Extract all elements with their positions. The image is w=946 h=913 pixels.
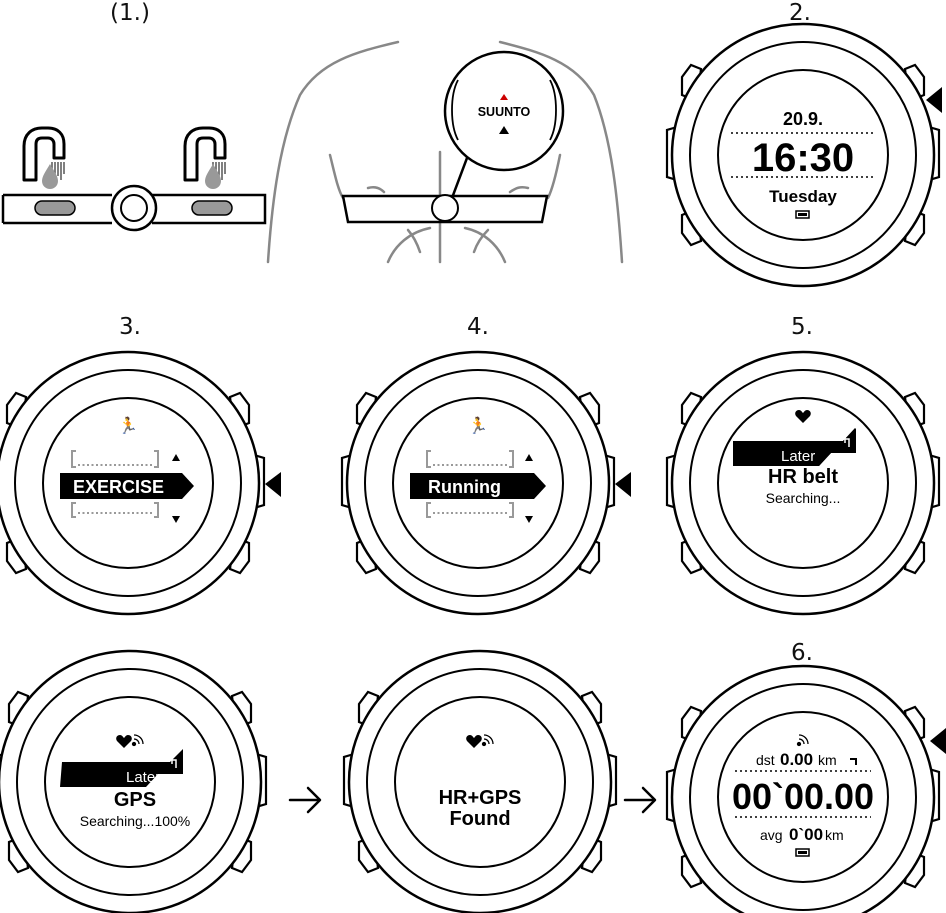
watch-exercise-menu: 🏃 EXERCISE (0, 350, 266, 616)
button-pointer-arrow (930, 728, 946, 754)
battery-icon (795, 210, 810, 219)
gps-searching-text: Searching...100% (80, 813, 191, 829)
triangle-icon (499, 126, 509, 134)
later-option: Later (781, 448, 815, 465)
date-text: 20.9. (783, 109, 823, 129)
right-arrow-icon (623, 786, 657, 814)
later-option: Later (126, 769, 160, 786)
found-line1: HR+GPS (439, 787, 522, 809)
dst-label: dst (756, 752, 775, 768)
step-label-3: 3. (119, 314, 141, 340)
belt-zoom-callout: SUUNTO (443, 50, 565, 172)
belt-wetting-illustration (1, 126, 267, 232)
torso-illustration (266, 40, 624, 264)
logo-mark (500, 94, 508, 100)
button-pointer-arrow (265, 472, 281, 497)
gps-signal-icon (131, 734, 144, 747)
right-arrow-icon (288, 786, 322, 814)
button-pointer-arrow (926, 87, 942, 113)
time-text: 16:30 (752, 136, 854, 180)
day-text: Tuesday (769, 187, 837, 206)
watch-sport-menu: 🏃 Running (340, 350, 616, 616)
step-label-5: 5. (791, 314, 813, 340)
hr-belt-title: HR belt (768, 466, 838, 488)
watch-time-display: 20.9. 16:30 Tuesday (665, 22, 941, 288)
avg-unit: km (825, 827, 844, 843)
avg-value: 0`00 (789, 825, 823, 844)
watch-found: HR+GPS Found (342, 649, 618, 913)
step-label-4: 4. (467, 314, 489, 340)
faucet-icon (183, 126, 227, 182)
button-pointer-arrow (615, 472, 631, 497)
electrode-pad (191, 200, 233, 216)
battery-icon (795, 848, 810, 857)
runner-icon: 🏃 (118, 416, 138, 435)
step-label-2: 2. (789, 0, 811, 26)
dst-unit: km (818, 752, 837, 768)
gps-signal-icon (796, 734, 809, 747)
faucet-icon (22, 126, 66, 182)
searching-text: Searching... (766, 490, 841, 506)
heart-icon (116, 735, 132, 748)
chest-belt (341, 149, 549, 224)
watch-hr-searching: Later HR belt Searching... (665, 350, 941, 616)
heart-icon (466, 735, 482, 748)
menu-item-exercise: EXERCISE (73, 477, 164, 497)
timer-text: 00`00.00 (732, 776, 874, 817)
heart-icon (795, 410, 811, 423)
belt-logo: SUUNTO (478, 105, 531, 119)
dst-value: 0.00 (780, 750, 813, 769)
step-label-1: (1.) (110, 0, 150, 26)
gps-signal-icon (481, 734, 494, 747)
watch-gps-searching: Later GPS Searching...100% (0, 649, 268, 913)
avg-label: avg (760, 827, 783, 843)
gps-title: GPS (114, 789, 156, 811)
watch-exercise-display: dst 0.00 km 00`00.00 avg 0`00 km (665, 664, 941, 913)
found-line2: Found (449, 808, 510, 830)
step-label-6: 6. (791, 640, 813, 666)
electrode-pad (34, 200, 76, 216)
runner-icon: 🏃 (468, 416, 488, 435)
menu-item-running: Running (428, 477, 501, 497)
